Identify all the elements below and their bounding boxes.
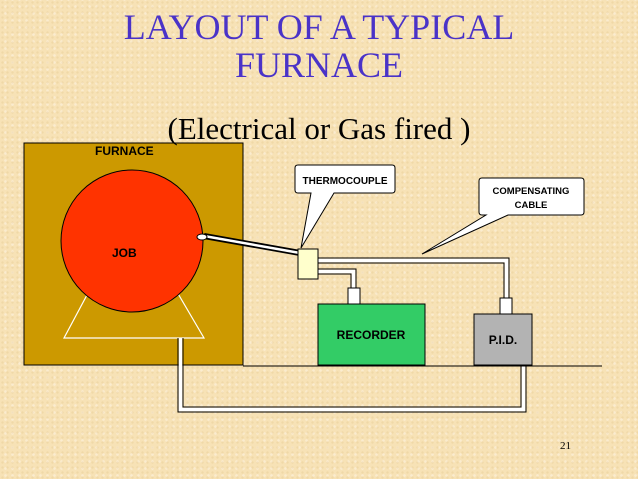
thermocouple-tip bbox=[196, 233, 208, 241]
return-cable-fill bbox=[178, 338, 526, 412]
job-label: JOB bbox=[112, 246, 137, 260]
title-line-1: LAYOUT OF A TYPICAL bbox=[123, 7, 515, 47]
return-cable-inner bbox=[182, 338, 522, 408]
return-cable-outer bbox=[177, 338, 527, 413]
recorder-box bbox=[317, 303, 426, 366]
thermocouple-probe-inner bbox=[203, 234, 301, 255]
pid-label: P.I.D. bbox=[489, 333, 517, 347]
pid-box bbox=[473, 313, 533, 366]
thermocouple-head bbox=[297, 248, 319, 280]
compensating-cable-callout bbox=[421, 177, 585, 255]
page-number: 21 bbox=[560, 440, 571, 452]
thermocouple-label: THERMOCOUPLE bbox=[303, 176, 388, 187]
slide-subtitle: (Electrical or Gas fired ) bbox=[167, 111, 471, 146]
compensating-label-line-1: COMPENSATING bbox=[493, 186, 570, 197]
compensating-label-line-2: CABLE bbox=[515, 200, 548, 211]
recorder-label: RECORDER bbox=[337, 328, 406, 342]
slide-title: LAYOUT OF A TYPICAL FURNACE bbox=[0, 8, 638, 84]
recorder-cable bbox=[318, 269, 356, 288]
furnace-label: FURNACE bbox=[95, 144, 154, 158]
thermocouple-callout bbox=[294, 164, 396, 249]
job-circle bbox=[60, 169, 204, 313]
title-line-2: FURNACE bbox=[234, 45, 404, 85]
recorder-connector bbox=[347, 287, 361, 305]
pid-connector bbox=[499, 297, 513, 315]
compensating-cable bbox=[318, 258, 509, 298]
